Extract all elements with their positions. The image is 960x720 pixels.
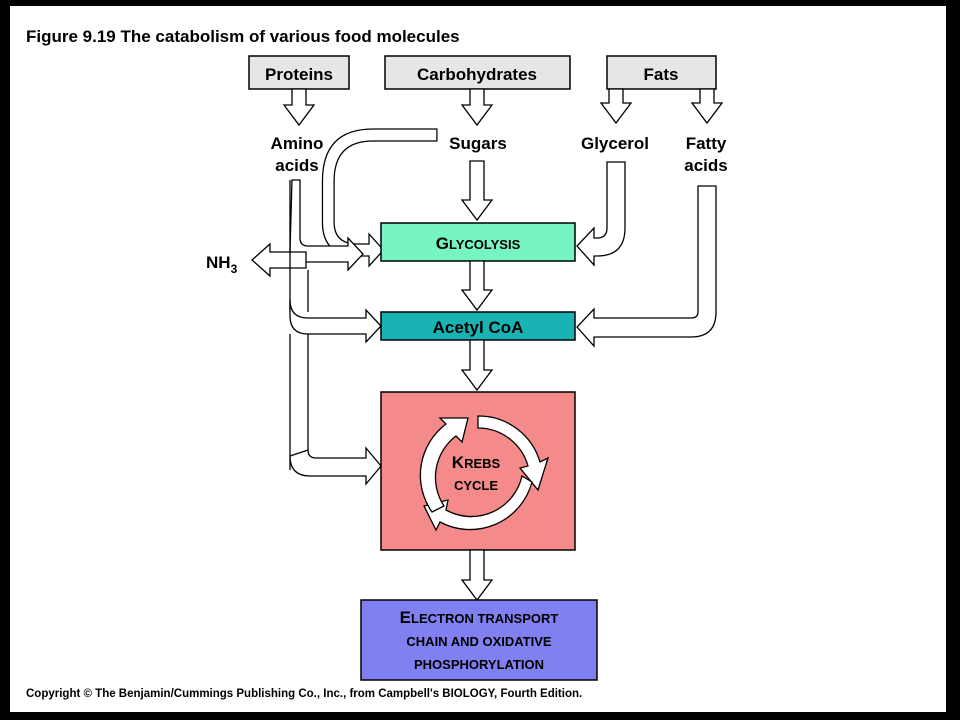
amino-acids-label-line1: Amino <box>271 134 324 153</box>
carbs-to-sugars-arrow <box>460 88 494 127</box>
glycerol-label: Glycerol <box>581 134 649 153</box>
acetyl-to-krebs-arrow <box>460 339 494 392</box>
glycolysis-initial: G <box>436 234 449 253</box>
copyright-text: Copyright © The Benjamin/Cummings Publis… <box>26 688 582 700</box>
nh3-base: NH <box>206 253 231 272</box>
glycolysis-label: GLYCOLYSIS <box>436 234 521 253</box>
fatty-acids-label-line2: acids <box>684 156 727 175</box>
amino-acids-to-krebs-arrow <box>289 446 382 486</box>
proteins-box <box>248 55 350 90</box>
krebs-initial: K <box>452 453 465 472</box>
etc-rest: LECTRON TRANSPORT <box>411 611 558 626</box>
nh3-label: NH3 <box>206 253 238 276</box>
figure-title: Figure 9.19 The catabolism of various fo… <box>26 27 460 46</box>
glycolysis-rest: LYCOLYSIS <box>449 237 521 252</box>
krebs-label-line1: KREBS <box>452 453 501 472</box>
krebs-to-etc-arrow <box>460 549 494 602</box>
etc-label-line1: ELECTRON TRANSPORT <box>400 608 559 627</box>
etc-box <box>360 599 598 681</box>
sugars-curve-to-glycolysis-arrow <box>321 128 438 268</box>
krebs-label-line2: CYCLE <box>454 478 498 493</box>
fats-box <box>606 55 717 90</box>
amino-acids-stem-line <box>289 180 309 312</box>
glycerol-to-glycolysis-arrow <box>576 161 626 267</box>
nh3-subscript: 3 <box>231 262 238 276</box>
glycolysis-to-acetyl-arrow <box>460 260 494 312</box>
krebs-cycle-circle-icon <box>419 415 550 532</box>
sugars-to-glycolysis-arrow <box>460 160 494 222</box>
fatty-acids-label-line1: Fatty <box>686 134 727 153</box>
proteins-to-amino-arrow <box>282 88 316 127</box>
amino-acids-label-line2: acids <box>275 156 318 175</box>
fats-to-fatty-acids-arrow <box>690 88 724 125</box>
etc-label-line3: PHOSPHORYLATION <box>414 657 544 672</box>
fatty-acids-to-acetyl-arrow <box>576 185 717 348</box>
sugars-label: Sugars <box>449 134 507 153</box>
amino-acids-to-krebs-stem <box>289 334 309 470</box>
acetyl-coa-box <box>380 311 576 341</box>
etc-initial: E <box>400 608 411 627</box>
glycolysis-box <box>380 222 576 262</box>
amino-acids-to-nh3-arrow <box>251 242 307 278</box>
fats-to-glycerol-arrow <box>599 88 633 125</box>
carbohydrates-label: Carbohydrates <box>417 65 537 84</box>
krebs-rest: REBS <box>464 456 500 471</box>
carbohydrates-box <box>384 55 571 90</box>
acetyl-coa-label: Acetyl CoA <box>433 318 524 337</box>
proteins-label: Proteins <box>265 65 333 84</box>
amino-acids-to-acetyl-arrow <box>289 299 382 344</box>
etc-label-line2: CHAIN AND OXIDATIVE <box>406 634 552 649</box>
fats-label: Fats <box>644 65 679 84</box>
